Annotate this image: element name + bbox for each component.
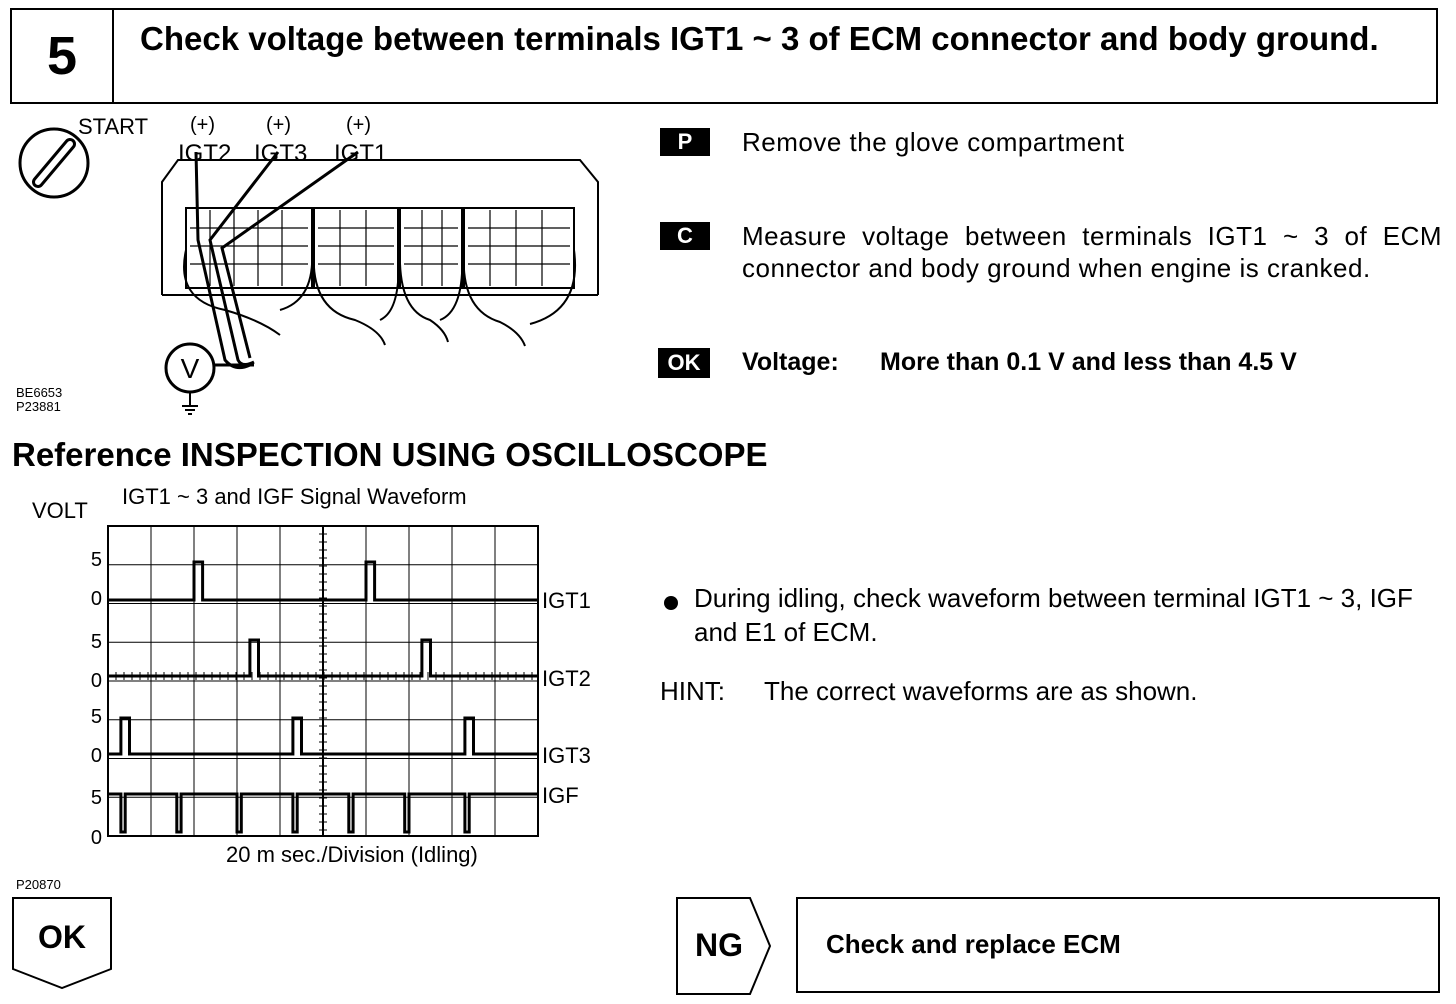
instruction-prep: Remove the glove compartment xyxy=(742,127,1125,157)
bullet-icon xyxy=(664,596,678,610)
figure2-code: P20870 xyxy=(16,877,61,892)
bullet-text: During idling, check waveform between te… xyxy=(694,583,1413,647)
chart-traces xyxy=(108,560,538,834)
series-label-igt1: IGT1 xyxy=(542,588,591,613)
probe-sign-igt2: (+) xyxy=(190,114,215,136)
y-tick-label: 0 xyxy=(90,745,102,767)
ng-action-box: Check and replace ECM xyxy=(796,897,1440,993)
step-number: 5 xyxy=(12,10,114,102)
ok-result-button[interactable]: OK xyxy=(12,897,112,994)
probe-label-igt1: IGT1 xyxy=(334,140,388,167)
voltmeter-symbol: V xyxy=(181,353,200,384)
badge-check: C xyxy=(660,222,710,250)
ignition-start-icon xyxy=(18,127,90,199)
trace-igf xyxy=(108,792,538,834)
chart-title: IGT1 ~ 3 and IGF Signal Waveform xyxy=(122,484,467,509)
y-tick-label: 0 xyxy=(90,670,102,692)
instruction-check: Measure voltage between terminals IGT1 ~… xyxy=(742,221,1442,283)
ng-action-text: Check and replace ECM xyxy=(826,929,1121,959)
ng-arrow-shape xyxy=(676,897,772,995)
probe-leads xyxy=(194,150,359,370)
series-label-igf: IGF xyxy=(542,783,579,808)
trace-igt1 xyxy=(108,560,538,602)
ng-result-button[interactable]: NG xyxy=(676,897,772,1000)
badge-prep: P xyxy=(660,128,710,156)
badge-ok-spec: OK xyxy=(658,348,710,378)
y-tick-label: 5 xyxy=(90,706,102,728)
ok-spec-label: Voltage: xyxy=(742,348,839,376)
chart-grid xyxy=(107,525,539,837)
ok-spec-value: More than 0.1 V and less than 4.5 V xyxy=(880,348,1297,376)
start-label: START xyxy=(78,114,149,139)
y-tick-label: 0 xyxy=(90,588,102,610)
y-tick-label: 5 xyxy=(90,631,102,653)
figure-code: BE6653 xyxy=(16,385,63,400)
y-tick-label: 5 xyxy=(90,549,102,571)
probe-sign-igt3: (+) xyxy=(266,114,291,136)
chart-y-axis-label: VOLT xyxy=(32,498,88,523)
ecm-connector-figure: V START (+) (+) (+) IGT2 IGT3 IGT1 BE665… xyxy=(10,110,630,420)
ng-result-label: NG xyxy=(695,927,743,963)
oscilloscope-waveform-chart xyxy=(107,525,539,837)
trace-igt3 xyxy=(108,716,538,756)
hint-text: The correct waveforms are as shown. xyxy=(764,676,1198,706)
figure-code: P23881 xyxy=(16,399,61,414)
probe-label-igt2: IGT2 xyxy=(178,140,232,167)
series-label-igt2: IGT2 xyxy=(542,666,591,691)
ecm-connector-diagram: V xyxy=(18,127,599,415)
series-label-igt3: IGT3 xyxy=(542,743,591,768)
y-tick-label: 5 xyxy=(90,787,102,809)
hint-label: HINT: xyxy=(660,676,725,706)
step-header: 5 Check voltage between terminals IGT1 ~… xyxy=(10,8,1438,104)
probe-sign-igt1: (+) xyxy=(346,114,371,136)
voltmeter-icon: V xyxy=(164,342,216,415)
chart-x-axis-label: 20 m sec./Division (Idling) xyxy=(226,842,478,867)
reference-title: Reference INSPECTION USING OSCILLOSCOPE xyxy=(12,436,768,473)
ok-result-label: OK xyxy=(38,919,86,955)
ok-arrow-shape xyxy=(12,897,112,990)
probe-label-igt3: IGT3 xyxy=(254,140,308,167)
y-tick-label: 0 xyxy=(90,827,102,849)
step-title: Check voltage between terminals IGT1 ~ 3… xyxy=(140,20,1379,57)
trace-igt2 xyxy=(108,638,538,678)
